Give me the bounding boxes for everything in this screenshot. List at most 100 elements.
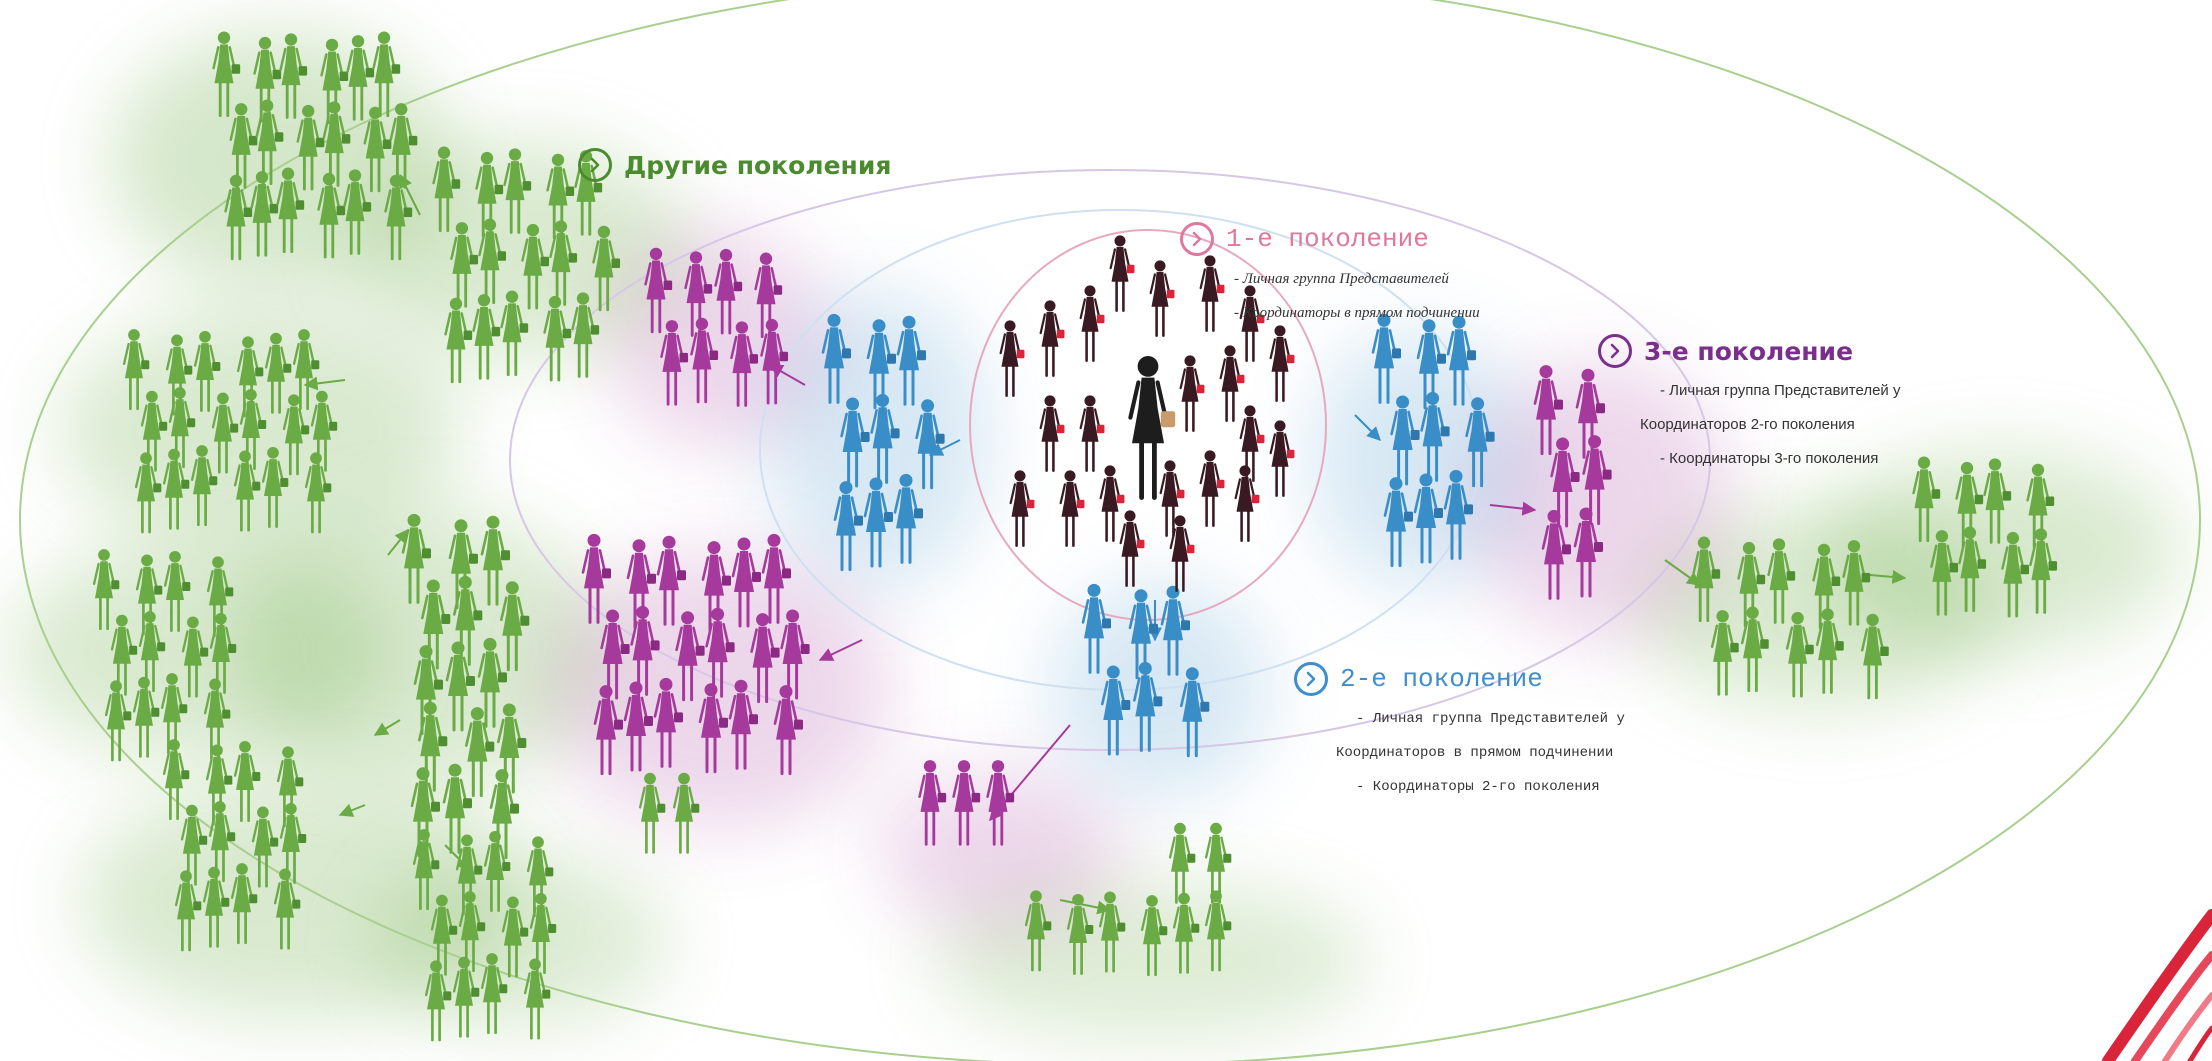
person-figure: [581, 533, 611, 624]
flow-arrow: [373, 719, 401, 736]
person-figure: [432, 146, 461, 233]
person-figure: [229, 103, 258, 189]
person-figure: [644, 247, 673, 334]
person-figure: [1239, 285, 1265, 362]
person-figure: [322, 101, 351, 187]
person-figure: [1101, 665, 1131, 756]
person-figure: [773, 685, 803, 776]
person-figure: [1169, 515, 1195, 592]
person-figure: [1269, 420, 1295, 497]
second-generation-line: Координаторов в прямом подчинении: [1336, 745, 1614, 761]
person-figure: [317, 172, 346, 259]
flow-arrow: [303, 376, 346, 391]
chevron-right-icon: [1294, 662, 1328, 696]
callout-first-generation: 1-е поколение - Личная группа Представит…: [1180, 222, 1480, 330]
person-figure: [1179, 355, 1205, 432]
person-figure: [1737, 541, 1766, 628]
person-figure: [1219, 345, 1245, 422]
person-figure: [452, 575, 483, 666]
person-figure: [496, 703, 527, 794]
person-figure: [918, 760, 947, 846]
swoosh-stripe: [2131, 951, 2212, 1061]
person-figure: [273, 868, 301, 950]
person-figure: [233, 450, 261, 532]
person-figure: [592, 225, 621, 312]
person-figure: [761, 533, 791, 624]
person-figure: [698, 683, 728, 774]
person-figure: [483, 830, 511, 912]
person-figure: [501, 896, 529, 978]
callout-third-generation: 3-е поколение - Личная группа Представит…: [1598, 334, 1900, 476]
person-figure: [529, 892, 557, 974]
callout-other-generations: Другие поколения: [578, 148, 891, 182]
person-figure: [174, 870, 202, 952]
third-generation-line: - Координаторы 3-го поколения: [1660, 450, 1879, 467]
person-figure: [1767, 538, 1796, 624]
other-generations-title: Другие поколения: [624, 150, 892, 180]
person-figure: [500, 290, 529, 377]
flow-arrow: [1869, 569, 1907, 584]
person-figure: [181, 616, 209, 698]
person-figure: [1128, 589, 1158, 680]
person-figure: [264, 332, 292, 414]
person-figure: [1039, 300, 1065, 377]
person-figure: [1465, 397, 1495, 488]
swoosh-stripe: [2187, 1025, 2212, 1061]
person-figure: [1983, 458, 2012, 544]
person-figure: [1710, 610, 1739, 696]
person-figure: [132, 676, 160, 758]
cluster-glows: [10, 30, 2180, 1040]
person-figure: [1140, 895, 1168, 977]
person-figure: [1234, 465, 1260, 542]
person-figure: [122, 329, 150, 411]
cluster-glow: [880, 770, 1120, 930]
person-figure: [1199, 450, 1225, 527]
person-figure: [417, 701, 448, 792]
person-figure: [384, 174, 413, 261]
person-figure: [1079, 285, 1105, 362]
person-figure: [208, 801, 236, 883]
person-figure: [600, 609, 630, 700]
person-figure: [1955, 461, 1984, 548]
person-figure: [480, 515, 510, 606]
person-figure: [282, 394, 310, 476]
person-figure: [445, 641, 475, 732]
person-figure: [1740, 606, 1769, 693]
person-figure: [1059, 470, 1085, 547]
person-figure: [346, 35, 375, 121]
chevron-right-icon: [578, 148, 612, 182]
person-figure: [412, 829, 440, 911]
person-figure: [343, 169, 372, 255]
cluster-glow: [1820, 450, 2180, 650]
people-figures: [92, 31, 2058, 1042]
ring-other-generations: [19, 0, 2201, 1061]
person-figure: [684, 251, 713, 337]
person-figure: [162, 739, 190, 821]
second-generation-title: 2-е поколение: [1340, 664, 1543, 694]
person-figure: [986, 760, 1015, 846]
person-figure: [458, 891, 486, 973]
person-figure: [1692, 536, 1721, 623]
person-figure: [1039, 395, 1065, 472]
person-figure: [1413, 473, 1443, 564]
person-figure: [1533, 365, 1563, 456]
person-figure: [690, 317, 719, 404]
person-figure: [253, 36, 282, 123]
third-generation-title: 3-е поколение: [1644, 336, 1854, 366]
person-figure: [193, 330, 221, 412]
first-generation-title: 1-е поколение: [1226, 224, 1429, 254]
person-figure: [202, 866, 230, 948]
cluster-glow: [350, 140, 690, 360]
person-figure: [1204, 822, 1232, 904]
person-figure: [363, 106, 392, 193]
person-figure: [163, 550, 191, 632]
person-figure: [730, 321, 759, 407]
person-figure: [134, 452, 162, 534]
person-figure: [821, 313, 851, 404]
person-figure: [477, 637, 507, 728]
person-figure: [212, 31, 241, 118]
second-generation-line: - Личная группа Представителей у: [1356, 711, 1625, 727]
person-figure: [915, 399, 945, 490]
person-figure: [475, 151, 504, 238]
